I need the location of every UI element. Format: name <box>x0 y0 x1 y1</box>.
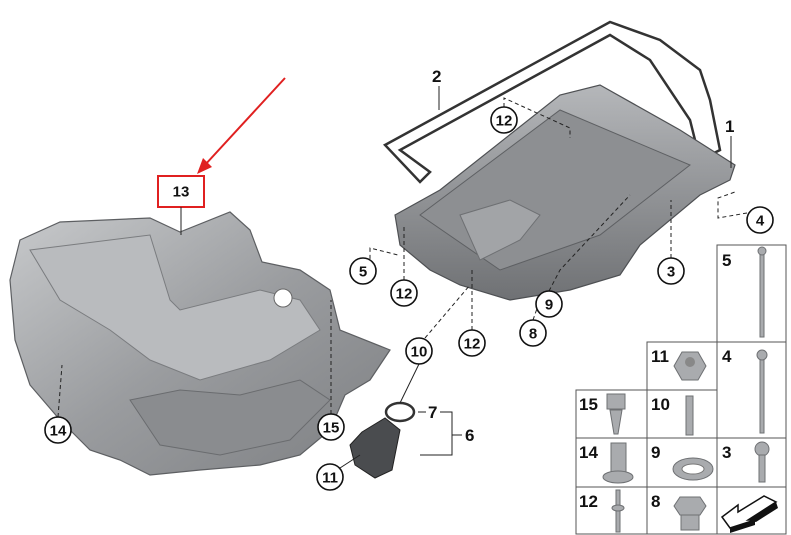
svg-text:14: 14 <box>50 423 67 440</box>
callout-14[interactable]: 14 <box>44 416 72 444</box>
grid-cell-12[interactable]: 12 <box>575 486 648 535</box>
svg-text:10: 10 <box>651 395 670 414</box>
oil-pan-1[interactable] <box>394 84 736 301</box>
svg-text:9: 9 <box>545 297 553 314</box>
callout-12c[interactable]: 12 <box>458 329 486 357</box>
grid-cell-15[interactable]: 15 <box>575 389 648 439</box>
label-2: 2 <box>432 67 441 86</box>
svg-text:10: 10 <box>411 344 428 361</box>
svg-text:5: 5 <box>722 251 731 270</box>
svg-text:8: 8 <box>529 326 537 343</box>
svg-text:14: 14 <box>579 443 598 462</box>
callout-4[interactable]: 4 <box>746 206 774 234</box>
svg-text:9: 9 <box>651 443 660 462</box>
svg-text:3: 3 <box>722 443 731 462</box>
svg-text:8: 8 <box>651 492 660 511</box>
svg-text:11: 11 <box>322 470 338 487</box>
label-1: 1 <box>725 117 734 136</box>
callout-9[interactable]: 9 <box>535 290 563 318</box>
svg-text:15: 15 <box>323 420 340 437</box>
grid-cell-9[interactable]: 9 <box>646 437 718 488</box>
grid-cell-4[interactable]: 4 <box>716 341 787 439</box>
underbody-guard-13[interactable] <box>9 211 391 476</box>
parts-grid: 5 11 4 15 10 14 9 3 12 8 <box>575 244 787 535</box>
grid-cell-8[interactable]: 8 <box>646 486 718 535</box>
grid-cell-10[interactable]: 10 <box>646 389 718 439</box>
callout-12a[interactable]: 12 <box>490 106 518 134</box>
callout-3[interactable]: 3 <box>657 257 685 285</box>
svg-text:15: 15 <box>579 395 598 414</box>
grid-cell-11[interactable]: 11 <box>646 341 718 391</box>
callout-8[interactable]: 8 <box>519 319 547 347</box>
svg-text:11: 11 <box>651 347 669 366</box>
grid-cell-5[interactable]: 5 <box>716 244 787 343</box>
svg-text:12: 12 <box>579 492 598 511</box>
svg-text:12: 12 <box>396 286 413 303</box>
grid-cell-14[interactable]: 14 <box>575 437 648 488</box>
svg-text:4: 4 <box>722 347 732 366</box>
oil-level-sensor-6[interactable] <box>349 401 416 479</box>
grid-cell-direction-arrow <box>716 486 787 535</box>
callout-11[interactable]: 11 <box>316 463 344 491</box>
label-6: 6 <box>465 426 474 445</box>
label-7: 7 <box>428 403 437 422</box>
callout-5[interactable]: 5 <box>349 257 377 285</box>
label-13: 13 <box>173 184 190 201</box>
svg-text:4: 4 <box>756 213 765 230</box>
highlight-arrow <box>197 77 286 174</box>
svg-text:12: 12 <box>496 113 513 130</box>
svg-text:12: 12 <box>464 336 481 353</box>
callout-12b[interactable]: 12 <box>390 279 418 307</box>
grid-cell-3[interactable]: 3 <box>716 437 787 488</box>
svg-text:5: 5 <box>359 264 367 281</box>
callout-10[interactable]: 10 <box>405 337 433 365</box>
svg-text:3: 3 <box>667 264 675 281</box>
callout-15[interactable]: 15 <box>317 413 345 441</box>
